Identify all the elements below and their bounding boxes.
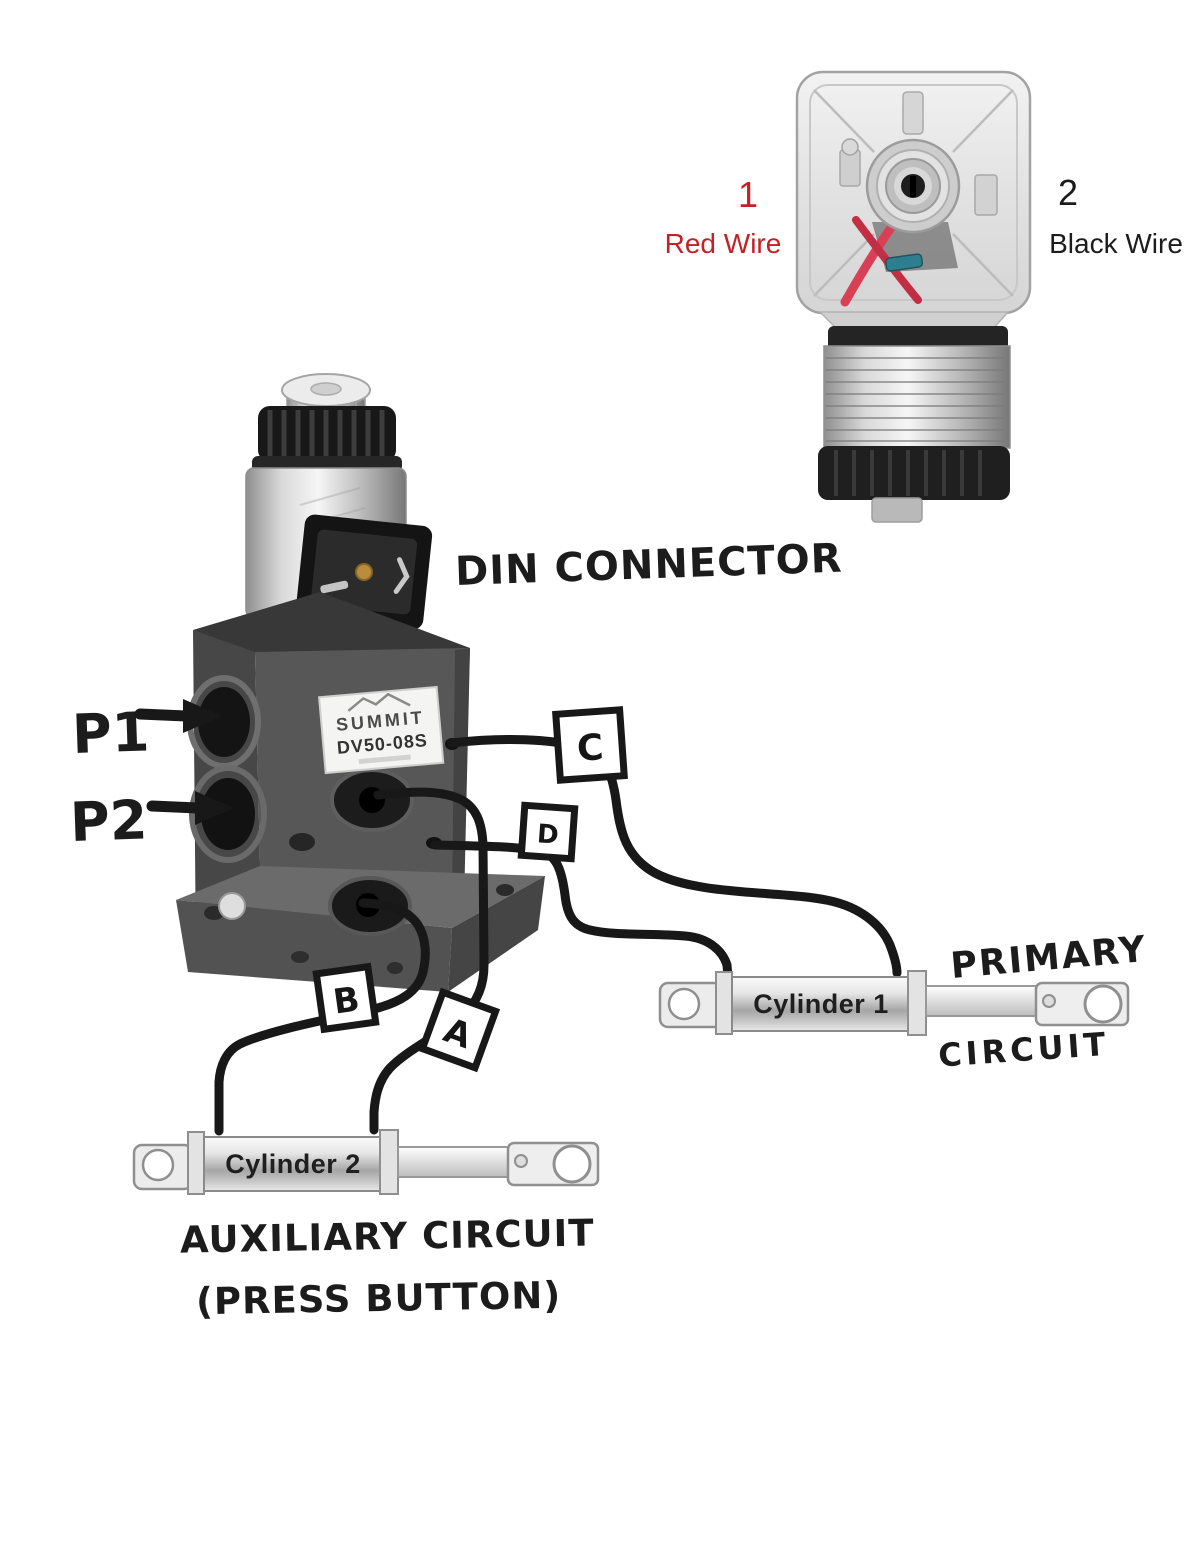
p1-arrow-shaft [134,708,192,722]
base-bolt-hole [291,951,309,963]
cylinder1: Cylinder 1 [658,970,1130,1036]
cyl2-left-collar [187,1131,205,1195]
p1-arrow-head [183,699,222,733]
cube-facet-line [813,233,875,297]
cube-top-tab [902,91,924,135]
hose-a [369,787,489,1135]
valve-body-edge [452,648,470,905]
port-box-b-frame [312,962,380,1034]
port-p2-flange [189,765,267,863]
cyl2-rod [397,1146,511,1178]
mountain-logo-icon [347,692,411,712]
cyl1-small-hole [1042,994,1056,1008]
coil-ribs [826,357,1008,442]
port-label-b: B [331,979,362,1022]
nut-knurl [834,450,982,496]
cyl2-left-eye [141,1148,175,1182]
din-pin-flat [320,580,349,594]
port-boxes: C D B A [312,706,628,1073]
port-p2 [201,778,255,850]
connector-coil [823,345,1011,449]
din-pin-silver [393,557,410,594]
port-box-c-frame [552,706,628,784]
cyl1-rod [925,985,1039,1017]
small-hole [289,833,315,851]
cyl1-left-collar [715,971,733,1035]
pin1-number: 1 [738,174,758,215]
pin1-label: Red Wire [665,228,782,259]
auxiliary-annotation: AUXILIARY CIRCUIT [180,1211,595,1261]
cube-facet-line [813,89,875,153]
p2-label: P2 [69,788,148,854]
din-connector-photo: 1 Red Wire 2 Black Wire [665,70,1183,523]
port-box-a-frame [417,987,501,1073]
cyl1-right-eye [1083,984,1123,1024]
cyl2-body [203,1136,383,1192]
p2-arrow-head [195,791,234,825]
port-box-a: A [417,987,501,1073]
port-box-c: C [552,706,628,784]
nameplate-fine-print [358,754,411,765]
valve-nameplate: SUMMIT DV50-08S [318,685,445,775]
pin2-label: Black Wire [1049,228,1183,259]
valve-base-right [448,876,545,992]
port-box-d-frame [517,801,579,863]
cylinder2: Cylinder 2 [132,1129,600,1195]
din-connector-annotation: DIN CONNECTOR [454,536,843,595]
pin2-number: 2 [1058,172,1078,213]
connector-bottom-tab [871,497,923,523]
base-bolt-hole [387,962,403,974]
cyl1-body [731,976,911,1032]
connector-center-slot [910,176,916,197]
cylinder2-label: Cylinder 2 [225,1149,361,1179]
base-plug [218,892,246,920]
port-box-b: B [312,962,380,1034]
p2-arrow-shaft [146,800,204,814]
cap-center [310,382,342,396]
din-pin-gold [355,563,373,581]
primary-annotation: PRIMARY [949,929,1149,987]
circuit-annotation: CIRCUIT [937,1025,1110,1075]
press-button-annotation: (PRESS BUTTON) [196,1274,562,1323]
base-bolt-hole [496,884,514,896]
hose-b [214,898,430,1136]
cyl2-small-hole [514,1154,528,1168]
cyl2-right-eye [552,1144,592,1184]
cyl1-left-eye [667,987,701,1021]
cube-facet-line [952,89,1014,153]
cube-screw-head [841,138,859,156]
cyl2-right-collar [379,1129,399,1195]
valve-photo: SUMMIT DV50-08S [176,373,545,992]
port-box-d: D [517,801,579,863]
port-label-d: D [536,819,560,850]
cube-facet-line [952,233,1014,297]
cyl1-right-collar [907,970,927,1036]
cube-bracket [974,174,998,216]
valve-nut-knurl [267,410,385,458]
blue-component [885,253,924,272]
port-label-c: C [576,727,605,770]
cylinder1-label: Cylinder 1 [753,989,889,1019]
port-p1 [198,687,250,757]
